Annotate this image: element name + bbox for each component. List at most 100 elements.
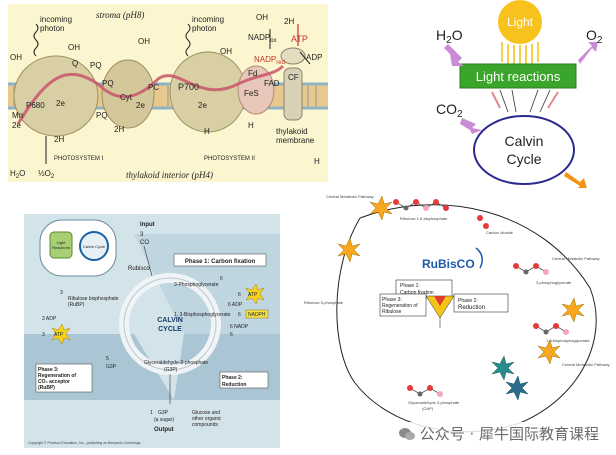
copyright-label: Copyright © Pearson Education, Inc., pub… xyxy=(28,441,141,445)
g3p-5-count: 5 xyxy=(106,356,109,362)
ribulose-bp-label: Ribulose 1,5-bisphosphate xyxy=(400,216,448,221)
output-count: 1 xyxy=(150,410,153,416)
cyt-label: Cyt xyxy=(120,93,133,102)
inset-light-reactions xyxy=(49,231,73,259)
carbon-dioxide-label: Carbon dioxide xyxy=(486,230,514,235)
two-e-label-3: 2e xyxy=(198,101,207,110)
oh-label-2: OH xyxy=(68,43,80,52)
ribulose-label-2: (RuBP) xyxy=(68,302,85,308)
energy-icon-2 xyxy=(337,237,361,263)
calvin-cycle-panel: Light Reactions Calvin Cycle CALVIN CYCL… xyxy=(24,214,280,448)
o2-label: O2 xyxy=(586,27,603,46)
thylakoid-diagram: stroma (pH8) incoming photon incoming ph… xyxy=(8,10,328,180)
stroma-label: stroma (pH8) xyxy=(96,10,144,20)
input-co2-count: 3 xyxy=(140,232,144,238)
adp-label: ADP xyxy=(306,53,322,62)
photosystem-1-complex xyxy=(13,55,99,137)
phase3-label-2: Regeneration of xyxy=(38,373,76,379)
adp-6-label: 6 ADP xyxy=(228,302,243,308)
pi-6-label: 6 xyxy=(230,332,233,338)
incoming-photon-1-line1: incoming xyxy=(40,15,72,24)
phase3-label-2: Regeneration of xyxy=(382,303,418,309)
glucose-label-1: Glucose and xyxy=(192,410,220,416)
rubisco-arrow xyxy=(475,247,483,269)
molecule-atoms xyxy=(393,199,569,397)
sun-icon xyxy=(498,0,542,44)
calvin-label-line2: Cycle xyxy=(506,151,541,167)
co2-arrow xyxy=(460,118,482,134)
rubisco-diagram: RuBisCO Phase 1: Carbon fixation Phase 2… xyxy=(304,194,610,433)
glucose-label-2: other organic xyxy=(192,416,222,422)
pga-label: 3-phosphoglycerate xyxy=(536,280,572,285)
central-pathway-right-1-label: Central Metabolic Pathway xyxy=(552,256,600,261)
rubp-count: 3 xyxy=(60,290,63,296)
incoming-photon-2-line2: photon xyxy=(192,24,216,33)
mn-label: Mn xyxy=(12,111,23,120)
calvin-cycle-label-2: CYCLE xyxy=(158,326,182,333)
energy-icon-3 xyxy=(561,297,585,323)
h-plus-label-1: H xyxy=(204,127,210,136)
fad-label: FAD xyxy=(264,79,280,88)
inset-calvin-ring xyxy=(79,231,109,261)
thylakoid-membrane-line1: thylakoid xyxy=(276,127,308,136)
nadp-ox-label: NADPox xyxy=(248,33,277,44)
phase2-label-1: Phase 2: xyxy=(458,298,478,304)
atp-synthase xyxy=(283,67,303,121)
two-e-label-1: 2e xyxy=(56,99,65,108)
pq-label-3: PQ xyxy=(96,111,108,120)
input-label: Input xyxy=(140,222,155,228)
g3p-abbr-label: (GAP) xyxy=(422,406,434,411)
central-pathway-right-2-label: Central Metabolic Pathway xyxy=(562,362,610,367)
phase1-box xyxy=(173,253,267,267)
atp-label-left: ATP xyxy=(54,332,64,338)
photon-arrow-2 xyxy=(185,23,191,57)
nadph-icon-1 xyxy=(491,355,515,381)
p680-label: P680 xyxy=(26,101,45,110)
phase1-label: Phase 1: Carbon fixation xyxy=(185,259,256,265)
phase2-box xyxy=(219,371,269,389)
rubisco-label: Rubisco xyxy=(128,266,150,272)
pc-label: PC xyxy=(148,83,159,92)
thylakoid-panel: stroma (pH8) incoming photon incoming ph… xyxy=(8,4,328,182)
center-triangle-core xyxy=(434,296,446,306)
two-h-top-label: 2H xyxy=(284,17,294,26)
watermark: 公众号 · 犀牛国际教育课程 xyxy=(394,422,602,445)
oh-label-1: OH xyxy=(10,53,22,62)
photosystem-2-label: PHOTOSYSTEM II xyxy=(204,156,255,162)
atp-right-count: 6 xyxy=(238,292,241,298)
light-reactions-box xyxy=(459,63,577,89)
pq-label-2: PQ xyxy=(102,79,114,88)
oh-label-4: OH xyxy=(256,13,268,22)
h-plus-label-3: H xyxy=(314,157,320,166)
phase2-label-2: Reduction xyxy=(222,382,246,388)
phase3-label-1: Phase 3: xyxy=(382,297,402,303)
rubisco-cycle-path xyxy=(336,204,597,433)
two-e-label-4: 2e xyxy=(12,121,21,130)
nadph-count: 6 xyxy=(238,312,241,318)
pga-count: 6 xyxy=(220,276,223,282)
photon-arrow-1 xyxy=(33,23,39,57)
phase3-box xyxy=(35,363,93,393)
phase3-label-1: Phase 3: xyxy=(38,367,59,373)
p700-label: P700 xyxy=(178,82,199,92)
inset-light-label-1: Light xyxy=(57,240,67,245)
output-g3p-label: G3P xyxy=(158,410,169,416)
ribulose-5p-label: Ribulose 5-phosphate xyxy=(304,300,344,305)
phase3-label-3: Ribulose xyxy=(382,309,402,315)
sun-rays xyxy=(501,42,539,65)
sugar-arrow xyxy=(564,172,588,192)
electron-path xyxy=(16,64,285,125)
pga-label: 3-Phosphoglycerate xyxy=(174,282,219,288)
phase3-label-4: (RuBP) xyxy=(38,385,55,391)
two-e-label-2: 2e xyxy=(136,101,145,110)
incoming-photon-1-line2: photon xyxy=(40,24,64,33)
h2o-label: H2O xyxy=(436,27,463,46)
photosystem-2-complex xyxy=(169,51,247,133)
atp-label-right: ATP xyxy=(248,292,258,298)
g3p-abbr: (G3P) xyxy=(164,367,178,373)
phase2-label-1: Phase 2: xyxy=(222,375,243,381)
nadp-6-label: 6 NADP xyxy=(230,324,249,330)
light-reactions-label: Light reactions xyxy=(476,69,561,84)
h2o-label: H2O xyxy=(10,169,25,180)
atp-synthase-head xyxy=(280,47,306,65)
